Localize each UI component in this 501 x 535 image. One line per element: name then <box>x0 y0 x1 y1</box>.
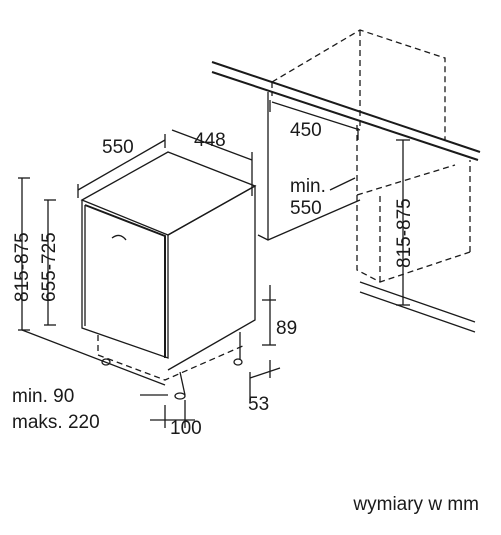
installation-niche <box>211 29 481 333</box>
dimension-lines <box>18 129 410 428</box>
dishwasher-body <box>80 151 257 400</box>
min-depth-label-line2: 550 <box>290 198 322 219</box>
plinth-offset-label: 53 <box>248 394 269 415</box>
plinth-gap-max-label: maks. 220 <box>12 412 100 433</box>
width-label: 448 <box>194 130 226 151</box>
foot-setback-label: 100 <box>170 418 202 439</box>
door-height-label: 655-725 <box>39 232 60 302</box>
units-note: wymiary w mm <box>353 494 479 515</box>
plinth-height-label: 89 <box>276 318 297 339</box>
dimension-labels: 550 448 450 min. 550 815-875 655-725 815… <box>12 120 415 439</box>
niche-depth-label: 450 <box>290 120 322 141</box>
body-height-label: 815-875 <box>12 232 33 302</box>
plinth-gap-min-label: min. 90 <box>12 386 74 407</box>
depth-label: 550 <box>102 137 134 158</box>
niche-height-label: 815-875 <box>394 198 415 268</box>
min-depth-label-line1: min. <box>290 176 326 197</box>
